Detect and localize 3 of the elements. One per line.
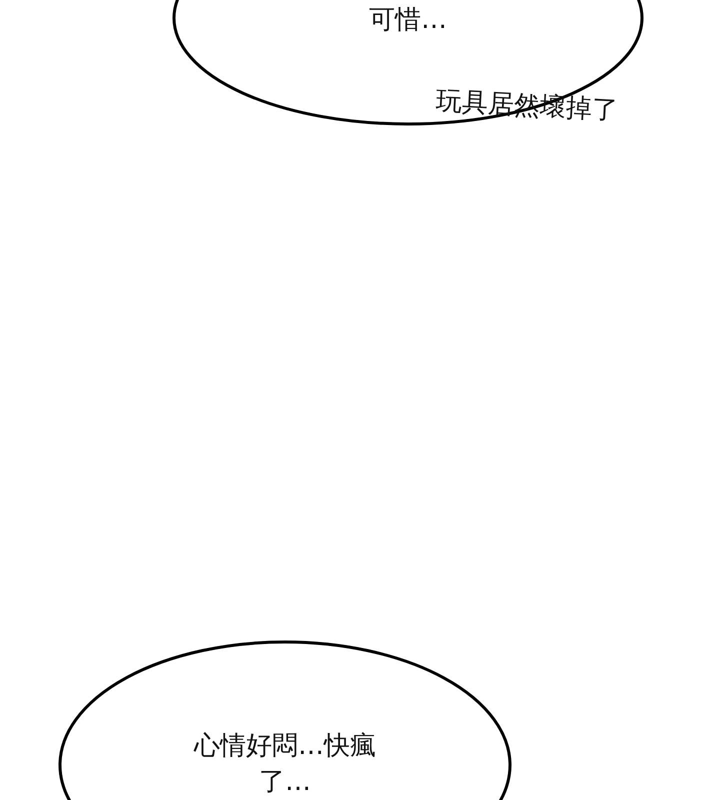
- dialogue-text: 心情好悶…快瘋了…: [192, 730, 377, 799]
- dialogue-text: 可惜…: [368, 4, 448, 37]
- handwritten-note: 玩具居然壞掉了: [435, 85, 619, 128]
